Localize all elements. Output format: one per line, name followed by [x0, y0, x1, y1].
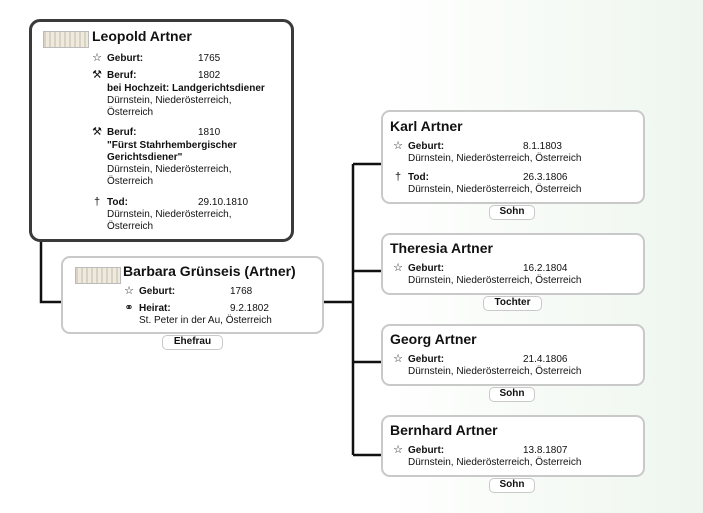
occupation-hammer-icon: ⚒ — [92, 69, 102, 81]
person-card-barbara[interactable]: Barbara Grünseis (Artner) ☆ Geburt: 1768… — [61, 256, 324, 334]
person-name: Barbara Grünseis (Artner) — [123, 263, 296, 279]
person-card-karl[interactable]: Karl Artner ☆ Geburt: 8.1.1803 Dürnstein… — [381, 110, 645, 204]
death-cross-icon: † — [394, 171, 402, 183]
event-birth: ☆ Geburt: 1768 — [124, 285, 253, 297]
person-name: Georg Artner — [390, 331, 477, 347]
person-name: Karl Artner — [390, 118, 463, 134]
event-birth: ☆ Geburt: 21.4.1806 Dürnstein, Niederöst… — [393, 353, 582, 377]
person-name: Bernhard Artner — [390, 422, 498, 438]
birth-star-icon: ☆ — [393, 353, 403, 365]
event-birth: ☆ Geburt: 16.2.1804 Dürnstein, Niederöst… — [393, 262, 582, 286]
event-death: † Tod: 29.10.1810 Dürnstein, Niederöster… — [91, 196, 301, 237]
event-marriage: ⚭ Heirat: 9.2.1802 St. Peter in der Au, … — [124, 302, 272, 326]
relation-badge: Ehefrau — [162, 335, 223, 350]
relation-badge: Sohn — [489, 478, 535, 493]
event-birth: ☆ Geburt: 13.8.1807 Dürnstein, Niederöst… — [393, 444, 582, 468]
birth-star-icon: ☆ — [393, 444, 403, 456]
event-occupation: ⚒ Beruf: 1802 bei Hochzeit: Landgerichts… — [92, 69, 265, 118]
person-name: Theresia Artner — [390, 240, 493, 256]
person-card-leopold[interactable]: Leopold Artner ☆ Geburt: 1765 ⚒ Beruf: 1… — [29, 19, 294, 242]
document-thumbnail[interactable] — [43, 31, 89, 48]
document-thumbnail[interactable] — [75, 267, 121, 284]
event-occupation: ⚒ Beruf: 1810 "Fürst Stahrhembergischer … — [92, 126, 237, 187]
birth-star-icon: ☆ — [124, 285, 134, 297]
event-birth: ☆ Geburt: 8.1.1803 Dürnstein, Niederöste… — [393, 140, 582, 164]
relation-badge: Sohn — [489, 387, 535, 402]
birth-star-icon: ☆ — [393, 140, 403, 152]
person-card-theresia[interactable]: Theresia Artner ☆ Geburt: 16.2.1804 Dürn… — [381, 233, 645, 295]
person-card-georg[interactable]: Georg Artner ☆ Geburt: 21.4.1806 Dürnste… — [381, 324, 645, 386]
death-cross-icon: † — [93, 196, 101, 208]
person-name: Leopold Artner — [92, 28, 192, 44]
person-card-bernhard[interactable]: Bernhard Artner ☆ Geburt: 13.8.1807 Dürn… — [381, 415, 645, 477]
event-birth: ☆ Geburt: 1765 — [92, 52, 221, 64]
birth-star-icon: ☆ — [393, 262, 403, 274]
relation-badge: Sohn — [489, 205, 535, 220]
spouse-connector — [39, 240, 62, 304]
marriage-rings-icon: ⚭ — [124, 302, 134, 314]
birth-star-icon: ☆ — [92, 52, 102, 64]
event-death: † Tod: 26.3.1806 Dürnstein, Niederösterr… — [392, 171, 632, 198]
relation-badge: Tochter — [483, 296, 542, 311]
occupation-hammer-icon: ⚒ — [92, 126, 102, 138]
